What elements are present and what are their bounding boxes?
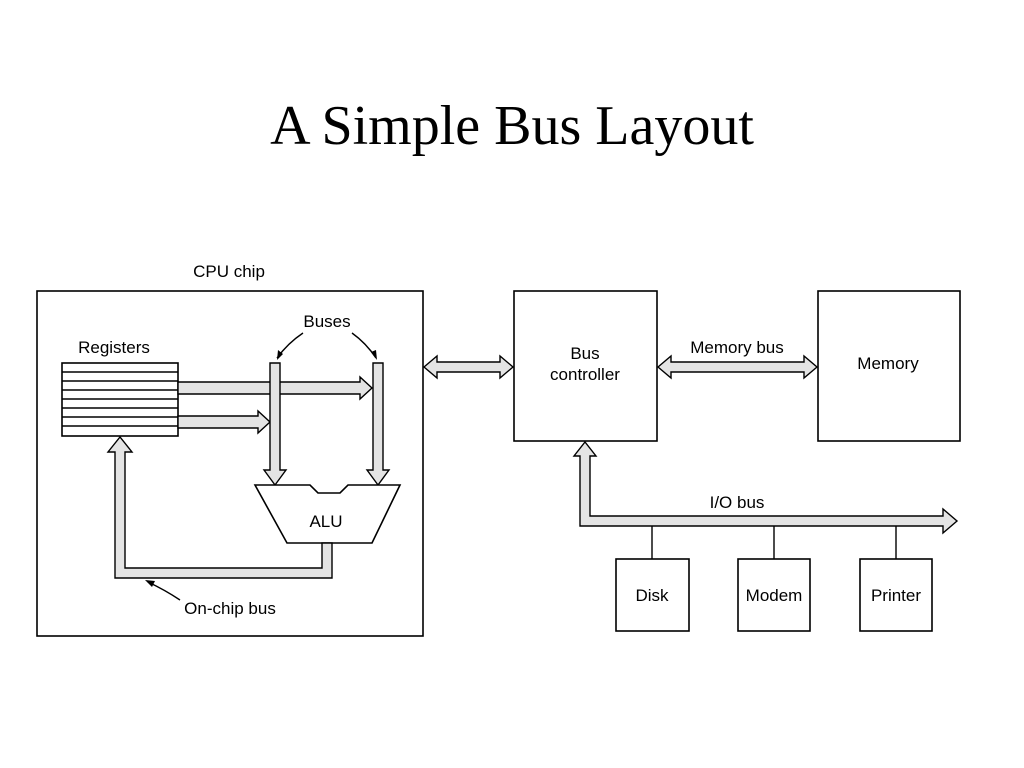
bus-left-vertical [262,362,288,487]
alu-shape [253,484,402,544]
buses-pointer [276,332,377,360]
cpu-to-controller-bus [422,354,515,380]
modem-label: Modem [746,586,803,605]
on-chip-bus-pointer [145,580,181,601]
memory-bus [656,354,819,380]
disk-label: Disk [635,586,669,605]
alu-label: ALU [309,512,342,531]
printer-box [859,558,933,632]
slide-title: A Simple Bus Layout [270,95,754,157]
io-bus [572,440,959,535]
register-to-bus-arrow-lower [177,409,272,435]
printer-label: Printer [871,586,921,605]
memory-label: Memory [857,354,919,373]
bus-controller-label-line1: Bus [570,344,599,363]
disk-box [615,558,690,632]
registers-block [61,362,179,437]
on-chip-bus-label: On-chip bus [184,599,276,618]
io-bus-label: I/O bus [710,493,765,512]
memory-bus-label: Memory bus [690,338,784,357]
bus-right-vertical [365,362,391,487]
memory-box [817,290,961,442]
bus-controller-label-line2: controller [550,365,620,384]
buses-label: Buses [303,312,350,331]
cpu-chip-label: CPU chip [193,262,265,281]
bus-controller-box [513,290,658,442]
modem-box [737,558,811,632]
on-chip-bus [106,435,333,579]
registers-label: Registers [78,338,150,357]
